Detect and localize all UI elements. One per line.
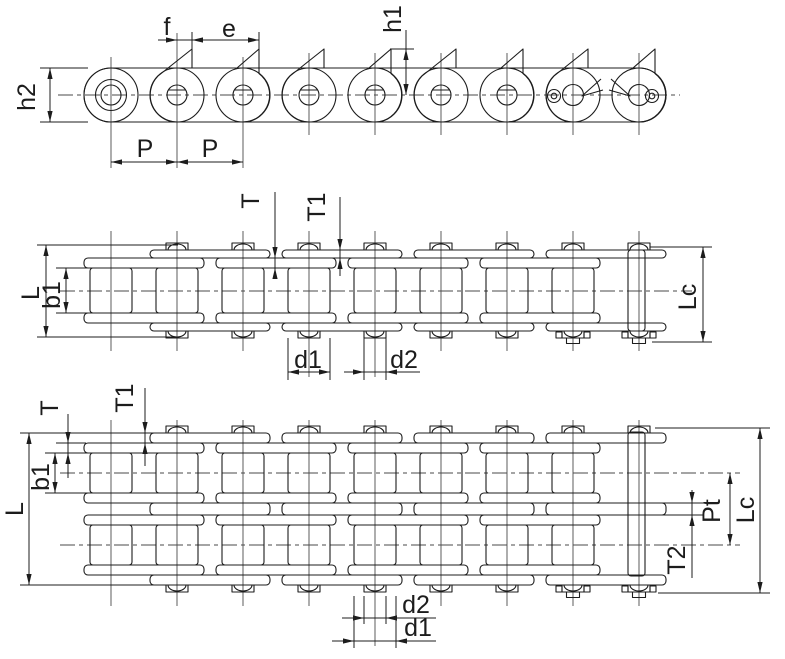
dim-label-d2: d2 <box>402 591 430 619</box>
dim-label-t1: T1 <box>303 192 331 221</box>
dim-lc: Lc <box>650 246 712 343</box>
end-pin <box>627 249 646 332</box>
dim-d1: d1 <box>332 596 436 648</box>
side-elevation-view: h2 f e h1 P P <box>13 5 680 168</box>
dim-label-h1: h1 <box>379 5 407 33</box>
outer-link-plates <box>149 432 667 586</box>
dim-label-t: T <box>36 400 64 415</box>
dim-label-b1: b1 <box>27 463 55 491</box>
cotter-pin-ends <box>555 585 657 599</box>
dim-label-p2: P <box>202 135 219 163</box>
dim-b1: b1 <box>38 267 92 314</box>
cotter-pins <box>546 78 660 104</box>
dim-label-t1: T1 <box>111 383 139 412</box>
dim-label-d1: d1 <box>294 346 322 374</box>
dim-label-f: f <box>164 13 171 41</box>
dim-t1: T1 <box>303 192 343 276</box>
rollers <box>89 267 595 314</box>
dim-h2: h2 <box>13 67 88 123</box>
dim-d2: d2 <box>344 338 420 380</box>
dim-label-h2: h2 <box>13 83 41 111</box>
dim-l: L <box>17 244 178 338</box>
double-row-plan-view: T T1 L b1 Pt T2 <box>1 383 770 648</box>
dim-label-pt: Pt <box>698 499 726 523</box>
dim-pitch: P P <box>111 135 243 165</box>
dim-label-p1: P <box>137 135 154 163</box>
end-pin <box>627 431 646 577</box>
dim-label-d1: d1 <box>404 614 432 642</box>
dim-label-t2: T2 <box>663 545 691 574</box>
pin-heads <box>165 242 651 339</box>
dim-label-t: T <box>237 193 265 208</box>
rollers-and-pins <box>94 78 651 112</box>
single-row-plan-view: T T1 L b1 Lc d1 <box>17 192 712 380</box>
pin-centerlines <box>110 231 640 377</box>
dim-h1: h1 <box>379 5 414 95</box>
dim-b1: b1 <box>27 452 88 494</box>
outer-link-plates <box>149 249 667 332</box>
dim-label-b1: b1 <box>38 281 66 309</box>
pin-centerlines <box>110 33 640 168</box>
dim-label-l: L <box>1 502 29 516</box>
dim-label-lc: Lc <box>674 284 702 310</box>
dim-d2: d2 <box>342 591 436 624</box>
dim-label-e: e <box>222 15 236 43</box>
dim-pt: Pt <box>698 473 733 545</box>
dim-l: L <box>1 432 170 586</box>
dim-label-d2: d2 <box>390 346 418 374</box>
dim-label-l: L <box>17 286 45 300</box>
dim-d1: d1 <box>287 338 331 380</box>
inner-link-plates <box>83 442 601 576</box>
cotter-pin-ends <box>555 331 657 345</box>
pin-heads <box>165 425 651 593</box>
dim-t: T <box>237 192 278 279</box>
dim-label-lc: Lc <box>732 497 760 523</box>
dim-t1: T1 <box>111 383 154 466</box>
dim-t2: T2 <box>662 490 704 578</box>
pin-centerlines <box>110 420 640 646</box>
dim-lc: Lc <box>655 427 770 594</box>
dim-f-e: f e <box>158 13 260 50</box>
